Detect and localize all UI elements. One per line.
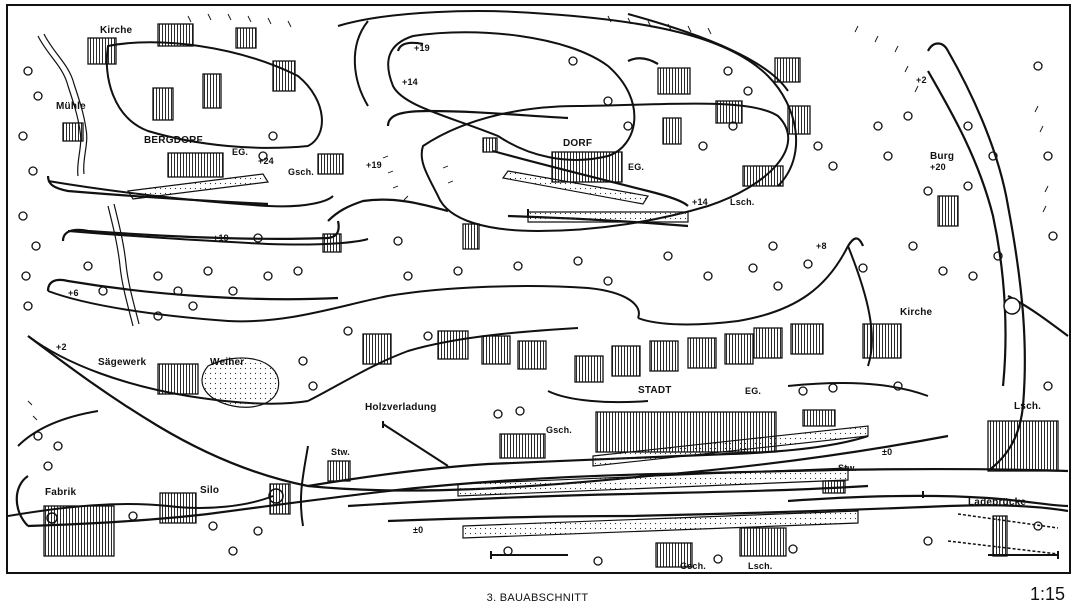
track-plan-map: Kirche Mühle BERGDORF EG. +24 Gsch. +19 … bbox=[6, 4, 1071, 574]
label-height-19-top: +19 bbox=[414, 43, 430, 53]
right-ascending-line bbox=[927, 42, 1026, 472]
label-kirche-top: Kirche bbox=[100, 25, 133, 36]
silo bbox=[159, 492, 197, 524]
plan-caption: 3. BAUABSCHNITT bbox=[486, 592, 589, 604]
label-height-19-left: +19 bbox=[213, 233, 229, 243]
trees bbox=[18, 56, 1058, 566]
label-saegewerk: Sägewerk bbox=[98, 357, 147, 368]
label-gsch-bottom: Gsch. bbox=[680, 561, 707, 571]
label-height-6: +6 bbox=[68, 288, 79, 298]
platforms bbox=[126, 170, 869, 539]
hill-hatching bbox=[27, 13, 1049, 421]
label-weiher: Weiher bbox=[210, 357, 245, 368]
bergdorf-station-building bbox=[167, 152, 224, 178]
track-plan-drawing bbox=[8, 10, 1069, 568]
fabrik bbox=[43, 505, 115, 557]
lsch-right-building bbox=[987, 420, 1059, 472]
label-ladebruecke: Ladebrücke bbox=[968, 497, 1027, 508]
label-height-19-mid: +19 bbox=[366, 160, 382, 170]
main-line-upper bbox=[27, 335, 949, 492]
label-height-14-top: +14 bbox=[402, 77, 418, 87]
crane-rails bbox=[947, 513, 1059, 555]
label-stadt-eg: EG. bbox=[745, 386, 762, 396]
weiher-pond bbox=[201, 357, 280, 408]
label-bergdorf-height: +24 bbox=[258, 156, 274, 166]
label-stadt: STADT bbox=[638, 385, 672, 396]
label-level-0-left: ±0 bbox=[413, 525, 424, 535]
stadt-station-building bbox=[595, 411, 777, 453]
label-stadt-gsch: Gsch. bbox=[546, 425, 573, 435]
saegewerk bbox=[157, 363, 199, 395]
buildings bbox=[43, 23, 1059, 568]
burg bbox=[937, 195, 959, 227]
label-lsch-right: Lsch. bbox=[1014, 401, 1042, 412]
label-holzverladung: Holzverladung bbox=[365, 402, 437, 413]
label-burg: Burg bbox=[930, 151, 955, 162]
label-bergdorf: BERGDORF bbox=[144, 135, 203, 146]
label-burg-height: +20 bbox=[930, 162, 946, 172]
ladebruecke bbox=[992, 515, 1008, 557]
label-dorf-height: +14 bbox=[692, 197, 708, 207]
label-kirche-right: Kirche bbox=[900, 307, 933, 318]
plan-scale: 1:15 bbox=[1029, 584, 1065, 604]
label-stw-right: Stw. bbox=[838, 463, 857, 473]
label-height-2-left: +2 bbox=[56, 342, 67, 352]
stream bbox=[37, 33, 140, 327]
label-stw-left: Stw. bbox=[331, 447, 350, 457]
label-lsch-bottom: Lsch. bbox=[748, 561, 773, 571]
bergdorf-plateau bbox=[105, 41, 323, 149]
terrain-contours bbox=[8, 10, 929, 527]
dorf-plateau bbox=[420, 102, 790, 233]
dorf-station-building bbox=[551, 151, 623, 183]
label-muehle: Mühle bbox=[56, 101, 86, 112]
label-height-2-right: +2 bbox=[916, 75, 927, 85]
label-silo: Silo bbox=[200, 485, 220, 496]
label-dorf: DORF bbox=[563, 138, 593, 149]
buffer-stops bbox=[382, 209, 1059, 559]
label-height-8: +8 bbox=[816, 241, 827, 251]
bergdorf-house bbox=[152, 87, 174, 121]
label-dorf-eg: EG. bbox=[628, 162, 645, 172]
upper-terrace-line bbox=[47, 180, 334, 208]
mid-terrace-line bbox=[47, 285, 640, 323]
label-dorf-lsch: Lsch. bbox=[730, 197, 755, 207]
label-fabrik: Fabrik bbox=[45, 487, 77, 498]
label-bergdorf-eg: EG. bbox=[232, 147, 249, 157]
label-bergdorf-gsch: Gsch. bbox=[288, 167, 315, 177]
label-level-0-right: ±0 bbox=[882, 447, 893, 457]
